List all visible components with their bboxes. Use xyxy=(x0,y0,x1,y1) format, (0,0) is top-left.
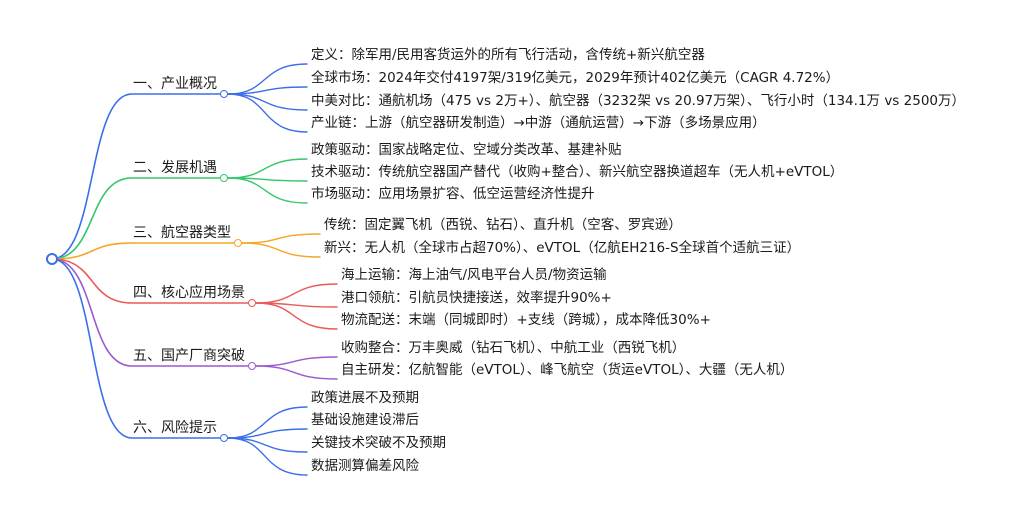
branch-leaf-connector xyxy=(227,93,308,133)
leaf-label: 关键技术突破不及预期 xyxy=(311,435,446,451)
branch-node-dot[interactable] xyxy=(234,239,242,247)
root-branch-connector xyxy=(51,242,235,260)
branch-node-dot[interactable] xyxy=(220,90,228,98)
branch-leaf-connector xyxy=(227,406,308,439)
leaf-label: 技术驱动：传统航空器国产替代（收购+整合）、新兴航空器换道超车（无人机+eVTO… xyxy=(311,164,844,180)
branch-leaf-connector xyxy=(227,177,308,204)
root-node xyxy=(46,253,58,265)
branch-label: 六、风险提示 xyxy=(133,420,217,436)
branch-leaf-connector xyxy=(255,283,338,304)
leaf-label: 全球市场：2024年交付4197架/319亿美元，2029年预计402亿美元（C… xyxy=(311,70,840,86)
root-branch-connector xyxy=(51,93,221,260)
branch-leaf-connector xyxy=(241,233,321,244)
leaf-label: 新兴：无人机（全球市占超70%）、eVTOL（亿航EH216-S全球首个适航三证… xyxy=(324,240,801,256)
root-branch-connector xyxy=(51,258,221,439)
branch-node-dot[interactable] xyxy=(248,362,256,370)
branch-label: 四、核心应用场景 xyxy=(133,285,245,301)
leaf-label: 收购整合：万丰奥威（钻石飞机）、中航工业（西锐飞机） xyxy=(341,340,686,356)
branch-node-dot[interactable] xyxy=(248,299,256,307)
leaf-label: 自主研发：亿航智能（eVTOL）、峰飞航空（货运eVTOL）、大疆（无人机） xyxy=(341,362,794,378)
leaf-label: 传统：固定翼飞机（西锐、钻石）、直升机（空客、罗宾逊） xyxy=(324,217,682,233)
branch-node-dot[interactable] xyxy=(220,434,228,442)
leaf-label: 政策进展不及预期 xyxy=(311,390,419,406)
leaf-label: 定义：除军用/民用客货运外的所有飞行活动，含传统+新兴航空器 xyxy=(311,47,705,63)
root-branch-connector xyxy=(51,258,249,304)
branch-label: 三、航空器类型 xyxy=(133,225,231,241)
branch-node-dot[interactable] xyxy=(220,174,228,182)
branch-leaf-connector xyxy=(255,356,338,367)
leaf-label: 政策驱动：国家战略定位、空域分类改革、基建补贴 xyxy=(311,142,622,158)
branch-leaf-connector xyxy=(227,437,308,453)
leaf-label: 数据测算偏差风险 xyxy=(311,458,419,474)
branch-leaf-connector xyxy=(227,93,308,111)
branch-leaf-connector xyxy=(227,428,308,439)
branch-leaf-connector xyxy=(255,302,338,330)
branch-label: 二、发展机遇 xyxy=(133,160,217,176)
branch-label: 五、国产厂商突破 xyxy=(133,348,245,364)
leaf-label: 物流配送：末端（同城即时）+支线（跨城），成本降低30%+ xyxy=(341,312,711,328)
branch-leaf-connector xyxy=(227,437,308,476)
branch-leaf-connector xyxy=(227,63,308,95)
leaf-label: 市场驱动：应用场景扩容、低空运营经济性提升 xyxy=(311,186,595,202)
leaf-label: 海上运输：海上油气/风电平台人员/物资运输 xyxy=(341,267,607,283)
branch-label: 一、产业概况 xyxy=(133,76,217,92)
branch-leaf-connector xyxy=(241,242,321,258)
branch-leaf-connector xyxy=(227,158,308,179)
leaf-label: 港口领航：引航员快捷接送，效率提升90%+ xyxy=(341,290,612,306)
branch-leaf-connector xyxy=(227,86,308,95)
leaf-label: 基础设施建设滞后 xyxy=(311,412,419,428)
leaf-label: 中美对比：通航机场（475 vs 2万+）、航空器（3232架 vs 20.97… xyxy=(311,93,965,109)
root-branch-connector xyxy=(51,177,221,260)
leaf-label: 产业链：上游（航空器研发制造）→中游（通航运营）→下游（多场景应用） xyxy=(311,115,766,131)
branch-leaf-connector xyxy=(255,365,338,380)
root-branch-connector xyxy=(51,258,249,367)
